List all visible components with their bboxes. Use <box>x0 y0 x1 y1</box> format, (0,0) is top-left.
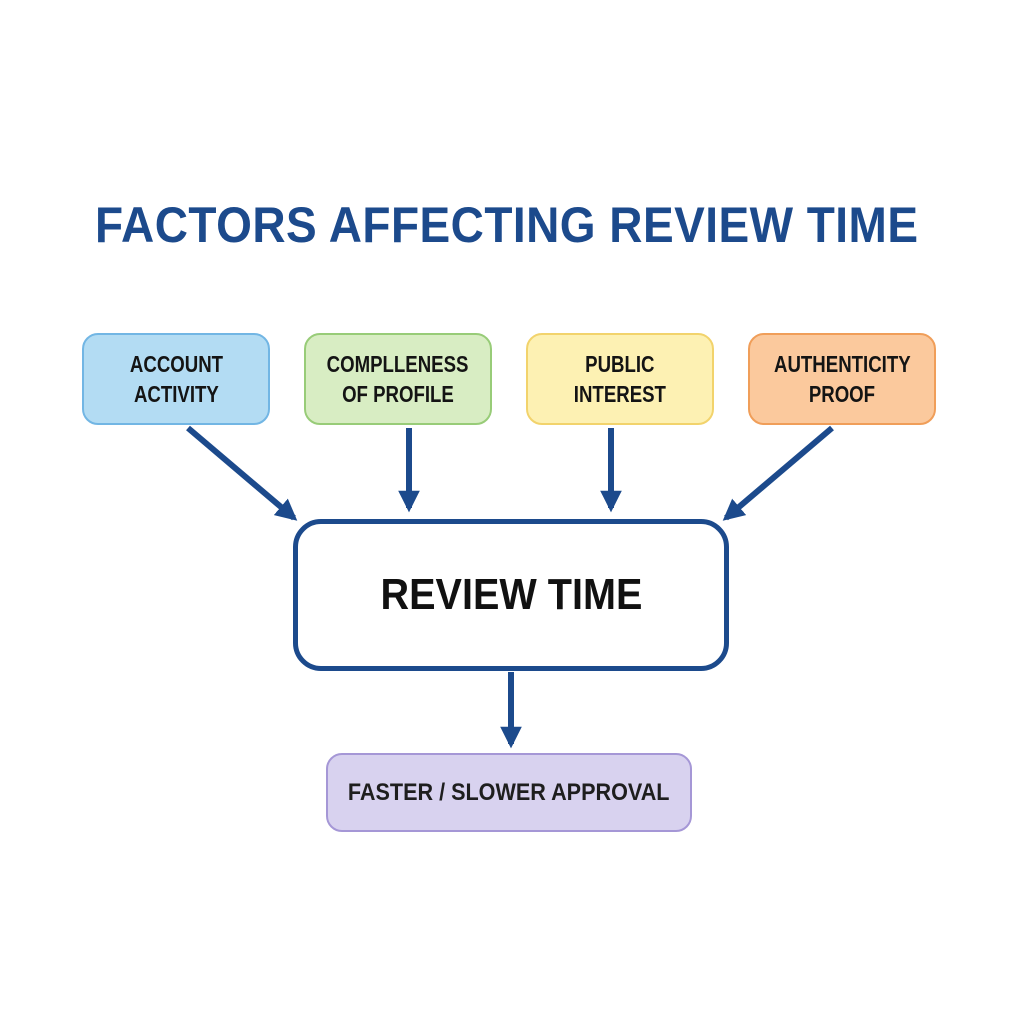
review-time-node: REVIEW TIME <box>293 519 729 671</box>
arrow-authenticity-to-review <box>722 425 834 521</box>
review-time-label: REVIEW TIME <box>380 570 642 619</box>
arrow-account-activity-to-review <box>186 425 298 521</box>
outcome-label: FASTER / SLOWER APPROVAL <box>348 778 670 806</box>
diagram-title: FACTORS AFFECTING REVIEW TIME <box>95 197 919 253</box>
outcome-node: FASTER / SLOWER APPROVAL <box>326 753 692 832</box>
